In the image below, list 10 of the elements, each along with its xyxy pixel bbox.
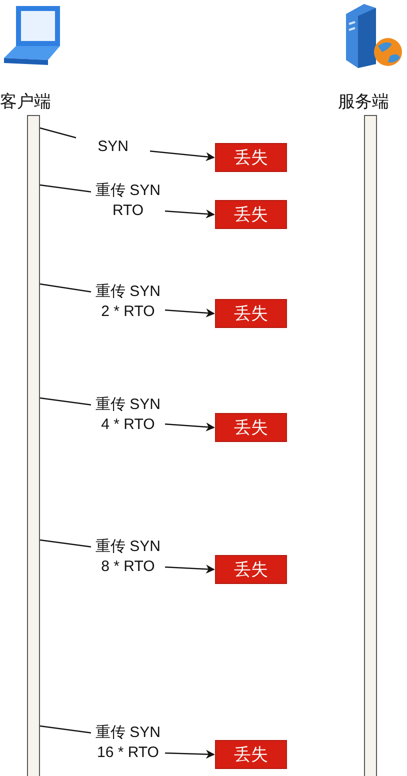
loss-tag: 丢失 (215, 740, 287, 769)
lifeline-heading: 服务端 (338, 91, 389, 113)
loss-tag: 丢失 (215, 555, 287, 584)
loss-tag: 丢失 (215, 143, 287, 172)
loss-tag: 丢失 (215, 413, 287, 442)
loss-tag: 丢失 (215, 299, 287, 328)
lifeline-heading: 客户端 (0, 91, 51, 113)
loss-tag: 丢失 (215, 200, 287, 229)
lifeline-bar (27, 115, 40, 776)
lifeline-bar (364, 115, 377, 776)
